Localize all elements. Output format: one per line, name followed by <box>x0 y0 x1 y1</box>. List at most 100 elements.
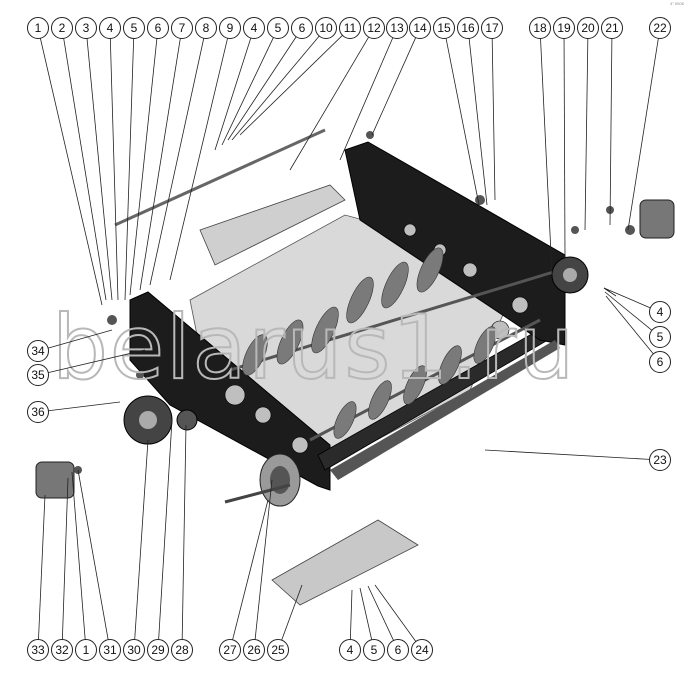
callout-top-2: 3 <box>75 17 113 301</box>
callout-number: 5 <box>131 21 138 35</box>
callout-left-2: 36 <box>27 401 121 423</box>
callout-number: 34 <box>31 344 45 358</box>
callout-number: 4 <box>251 21 258 35</box>
callout-balloon <box>195 17 217 39</box>
leader-line <box>77 469 109 640</box>
watermark: belarus1.ru <box>52 296 576 399</box>
callout-bottom-6: 28 <box>171 424 193 661</box>
leader-line <box>169 38 228 281</box>
callout-number: 4 <box>347 643 354 657</box>
callout-top-3: 4 <box>99 17 121 301</box>
leader-line <box>289 36 369 171</box>
callout-number: 24 <box>415 643 429 657</box>
callout-number: 6 <box>299 21 306 35</box>
callout-balloon <box>219 17 241 39</box>
top-cover-plate <box>199 184 346 266</box>
callout-number: 4 <box>107 21 114 35</box>
leader-line <box>109 38 119 301</box>
callout-balloon <box>339 639 361 661</box>
callout-balloon <box>649 301 671 323</box>
callout-balloon <box>529 17 551 39</box>
callout-number: 14 <box>413 21 427 35</box>
callout-bottom-2: 1 <box>71 471 97 661</box>
callout-balloon <box>171 639 193 661</box>
callout-bottom-8: 26 <box>243 479 273 661</box>
callout-bottom-5: 29 <box>147 419 173 661</box>
group-leader-line <box>603 287 617 297</box>
callout-number: 16 <box>461 21 475 35</box>
auger-housing-drawing <box>129 141 566 491</box>
callout-bottom-10: 4 <box>339 589 361 661</box>
callout-number: 3 <box>83 21 90 35</box>
callout-number: 7 <box>179 21 186 35</box>
callout-left-1: 35 <box>27 349 146 386</box>
leader-line <box>468 38 488 206</box>
leader-line <box>584 38 589 231</box>
callout-number: 29 <box>151 643 165 657</box>
callout-number: 6 <box>395 643 402 657</box>
callout-number: 33 <box>31 643 45 657</box>
callout-number: 5 <box>657 330 664 344</box>
callout-number: 31 <box>103 643 117 657</box>
left-end-cover <box>35 461 75 499</box>
callout-top-19: 17 <box>481 17 503 201</box>
callout-top-21: 19 <box>553 17 575 259</box>
leader-line <box>158 419 173 640</box>
callout-number: 22 <box>653 21 667 35</box>
leader-line <box>371 37 417 136</box>
callout-balloon <box>481 17 503 39</box>
callout-balloon <box>386 17 408 39</box>
leader-line <box>374 584 417 642</box>
callout-balloon <box>123 17 145 39</box>
callout-top-20: 18 <box>529 17 553 276</box>
callout-balloon <box>27 364 49 386</box>
corner-code: 4° 0006 <box>670 1 685 6</box>
callout-right-3: 23 <box>484 449 671 471</box>
callout-balloon <box>51 17 73 39</box>
leader-line <box>47 329 113 349</box>
leader-line <box>281 584 303 641</box>
leader-line <box>254 479 273 640</box>
leader-line <box>221 37 274 146</box>
callout-left-0: 34 <box>27 329 113 362</box>
callout-balloon <box>649 326 671 348</box>
callout-number: 27 <box>223 643 237 657</box>
callout-number: 5 <box>275 21 282 35</box>
callout-top-7: 8 <box>149 17 217 286</box>
callout-bottom-7: 27 <box>219 499 269 661</box>
leader-line <box>48 349 146 374</box>
callout-number: 32 <box>55 643 69 657</box>
right-flange <box>551 256 589 294</box>
leader-line <box>227 36 297 141</box>
callout-number: 13 <box>390 21 404 35</box>
callout-top-0: 1 <box>27 17 103 306</box>
callout-number: 35 <box>31 368 45 382</box>
callout-balloon <box>99 639 121 661</box>
leader-line <box>339 37 394 161</box>
leader-line <box>86 38 113 301</box>
callout-balloon <box>99 17 121 39</box>
callout-bottom-12: 6 <box>367 585 409 661</box>
leader-line <box>349 589 353 640</box>
callout-number: 1 <box>83 643 90 657</box>
callout-top-6: 7 <box>139 17 193 291</box>
callout-balloon <box>649 351 671 373</box>
callout-number: 1 <box>35 21 42 35</box>
leader-line <box>134 439 149 640</box>
callout-balloon <box>577 17 599 39</box>
callout-bottom-11: 5 <box>359 587 385 661</box>
leader-line <box>491 38 496 201</box>
callout-number: 25 <box>271 643 285 657</box>
callout-top-17: 15 <box>433 17 481 211</box>
callout-number: 36 <box>31 405 45 419</box>
callout-number: 11 <box>344 21 357 35</box>
leader-line <box>181 424 187 640</box>
callout-balloon <box>267 639 289 661</box>
callout-number: 18 <box>533 21 547 35</box>
callout-bottom-13: 24 <box>374 584 433 661</box>
callout-balloon <box>649 449 671 471</box>
callout-bottom-4: 30 <box>123 439 149 661</box>
callout-balloon <box>147 17 169 39</box>
callout-top-22: 20 <box>577 17 599 231</box>
callout-right-0: 4 <box>603 287 671 323</box>
